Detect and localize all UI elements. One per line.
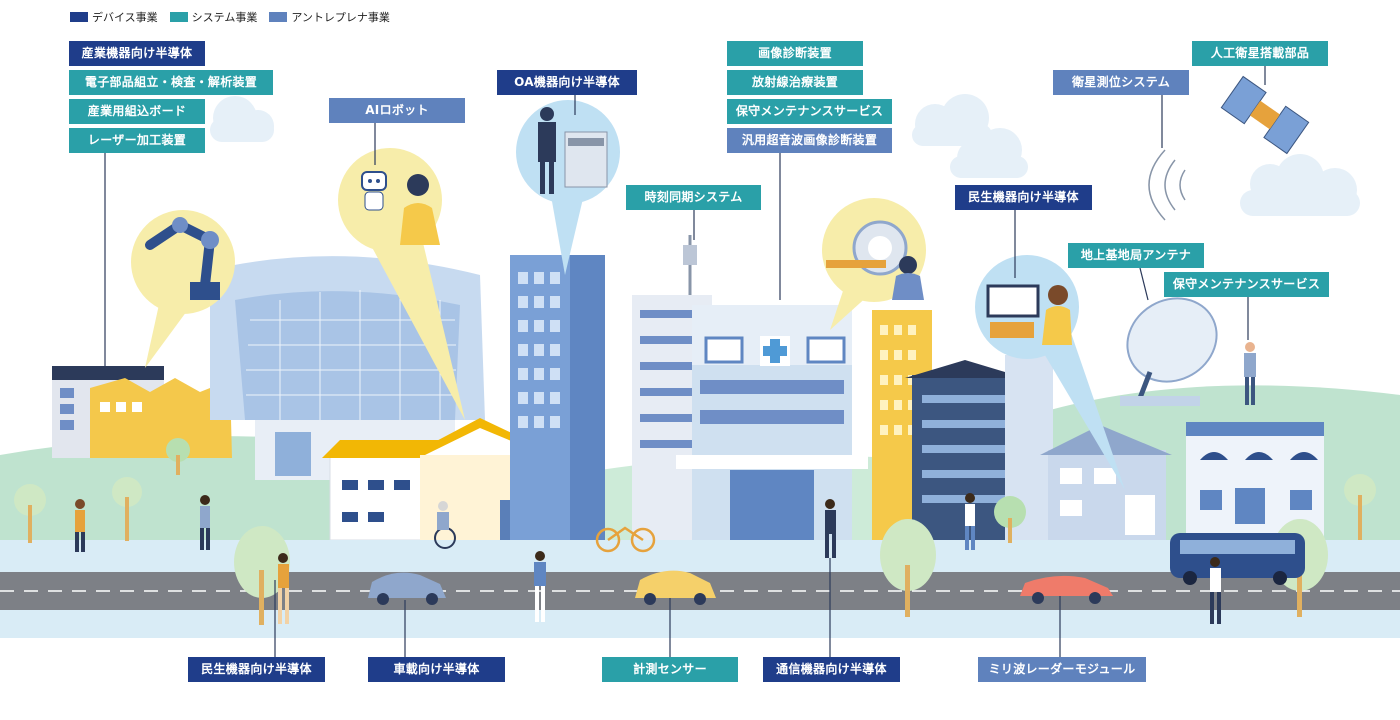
pedestrian-figure [965, 493, 975, 550]
cloud-icon [1240, 154, 1360, 216]
mri-bubble [822, 198, 926, 302]
pc-bubble [975, 255, 1079, 359]
leader-line [1139, 267, 1149, 301]
label-satellite-parts: 人工衛星搭載部品 [1192, 41, 1328, 66]
cloud-icon [950, 128, 1028, 178]
label-measurement-sensor: 計測センサー [602, 657, 738, 682]
label-ultrasound: 汎用超音波画像診断装置 [727, 128, 892, 153]
tree-icon [166, 438, 190, 475]
pedestrian-figure [200, 495, 210, 550]
hospital-building [676, 305, 868, 540]
tree-icon [112, 477, 142, 541]
tree-icon [1344, 474, 1376, 540]
label-consumer-semiconductor-top: 民生機器向け半導体 [955, 185, 1092, 210]
sidewalk [0, 610, 1400, 638]
house-building [1040, 425, 1172, 540]
legend-swatch-system [169, 12, 188, 22]
label-electronic-assembly: 電子部品組立・検査・解析装置 [69, 70, 273, 95]
oa-machine-bubble [516, 100, 620, 204]
pedestrian-figure [534, 551, 546, 622]
tree-icon [14, 484, 46, 543]
satellite-icon [1220, 75, 1310, 155]
pedestrian-figure [75, 499, 85, 552]
ai-robot-bubble [338, 148, 442, 252]
label-industrial-semiconductor: 産業機器向け半導体 [69, 41, 205, 66]
robot-arm-bubble [131, 210, 235, 314]
pedestrian-figure [278, 553, 289, 624]
tree-icon [234, 526, 290, 625]
label-mmwave-radar: ミリ波レーダーモジュール [978, 657, 1146, 682]
legend: デバイス事業 システム事業 アントレプレナ事業 [70, 9, 390, 25]
callout-pointer [360, 225, 465, 420]
tree-icon [880, 519, 936, 617]
bicycle-icon [595, 526, 656, 553]
label-industrial-board: 産業用組込ボード [69, 99, 205, 124]
pedestrian-figure [1210, 557, 1221, 624]
legend-label-entrepreneur: アントレプレナ事業 [291, 11, 390, 24]
antenna-dish-icon [1120, 297, 1218, 406]
label-oa-semiconductor: OA機器向け半導体 [497, 70, 637, 95]
label-comm-semiconductor: 通信機器向け半導体 [763, 657, 900, 682]
legend-label-device: デバイス事業 [92, 11, 158, 24]
label-maintenance-2: 保守メンテナンスサービス [1164, 272, 1329, 297]
label-time-sync: 時刻同期システム [626, 185, 761, 210]
label-satellite-positioning: 衛星測位システム [1053, 70, 1189, 95]
signal-wave-icon [1148, 149, 1186, 221]
label-laser-machine: レーザー加工装置 [69, 128, 205, 153]
callout-pointer [550, 190, 585, 275]
label-ground-antenna: 地上基地局アンテナ [1068, 243, 1204, 268]
label-automotive-semiconductor: 車載向け半導体 [368, 657, 505, 682]
tree-icon [994, 496, 1026, 543]
label-maintenance-1: 保守メンテナンスサービス [727, 99, 892, 124]
label-ai-robot: AIロボット [329, 98, 465, 123]
wheelchair-figure [434, 501, 456, 549]
cloud-icon [912, 94, 992, 146]
cloud-icon [210, 96, 274, 142]
car-icon [635, 570, 716, 605]
callout-pointer [1030, 330, 1125, 490]
technician-figure [1244, 342, 1256, 405]
office-tower [510, 255, 605, 540]
callout-pointer [145, 300, 195, 368]
car-icon [1020, 575, 1113, 604]
label-radiation-therapy: 放射線治療装置 [727, 70, 863, 95]
legend-swatch-entrepreneur [269, 12, 288, 22]
legend-label-system: システム事業 [191, 11, 258, 24]
legend-item-entrepreneur: アントレプレナ事業 [269, 9, 390, 25]
bus-icon [1170, 533, 1305, 585]
car-icon [368, 572, 446, 605]
sidewalk [0, 540, 1400, 572]
pedestrian-figure [825, 499, 836, 558]
factory-building [52, 366, 232, 458]
legend-item-device: デバイス事業 [70, 9, 158, 25]
label-image-diagnosis: 画像診断装置 [727, 41, 863, 66]
legend-item-system: システム事業 [169, 9, 258, 25]
legend-swatch-device [70, 12, 88, 22]
label-consumer-semiconductor-bottom: 民生機器向け半導体 [188, 657, 325, 682]
